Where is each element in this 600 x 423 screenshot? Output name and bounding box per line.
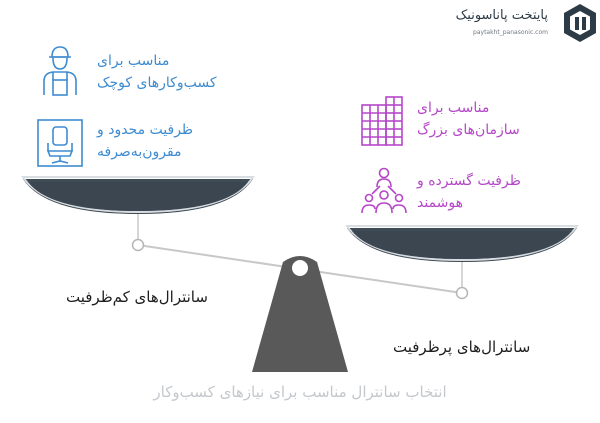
right-feature-capacity: ظرفیت گسترده و هوشمند — [417, 170, 521, 214]
diagram-caption: انتخاب سانترال مناسب برای نیازهای کسب‌وک… — [153, 383, 447, 401]
worker-icon — [43, 46, 77, 96]
left-pan-label: سانترال‌های کم‌ظرفیت — [66, 288, 208, 306]
left-line-3: ظرفیت محدود و — [97, 122, 194, 138]
left-line-2: کسب‌وکارهای کوچک — [97, 75, 217, 91]
right-pivot — [455, 286, 469, 300]
left-line-1: مناسب برای — [97, 53, 170, 69]
left-line-4: مقرون‌به‌صرفه — [97, 144, 182, 160]
right-line-1: مناسب برای — [417, 100, 490, 116]
office-chair-icon — [37, 119, 83, 167]
left-feature-small-business: مناسب برای کسب‌وکارهای کوچک — [97, 50, 217, 94]
right-line-3: ظرفیت گسترده و — [417, 173, 521, 189]
logo-icon — [564, 4, 596, 42]
team-icon — [361, 167, 407, 214]
right-line-2: سازمان‌های بزرگ — [417, 122, 520, 138]
stand-hole — [292, 260, 308, 276]
logo-name: پایتخت پاناسونیک — [455, 8, 548, 23]
left-feature-capacity: ظرفیت محدود و مقرون‌به‌صرفه — [97, 119, 193, 163]
left-pan — [21, 176, 255, 214]
right-pan-label: سانترال‌های پرظرفیت — [393, 338, 531, 356]
right-line-4: هوشمند — [417, 195, 464, 211]
right-pan — [345, 225, 579, 262]
building-icon — [361, 96, 403, 146]
left-pivot — [131, 238, 145, 252]
logo-site: paytakht_panasonic.com — [473, 29, 548, 36]
right-feature-large-org: مناسب برای سازمان‌های بزرگ — [417, 97, 520, 141]
scale-stand — [252, 256, 348, 372]
